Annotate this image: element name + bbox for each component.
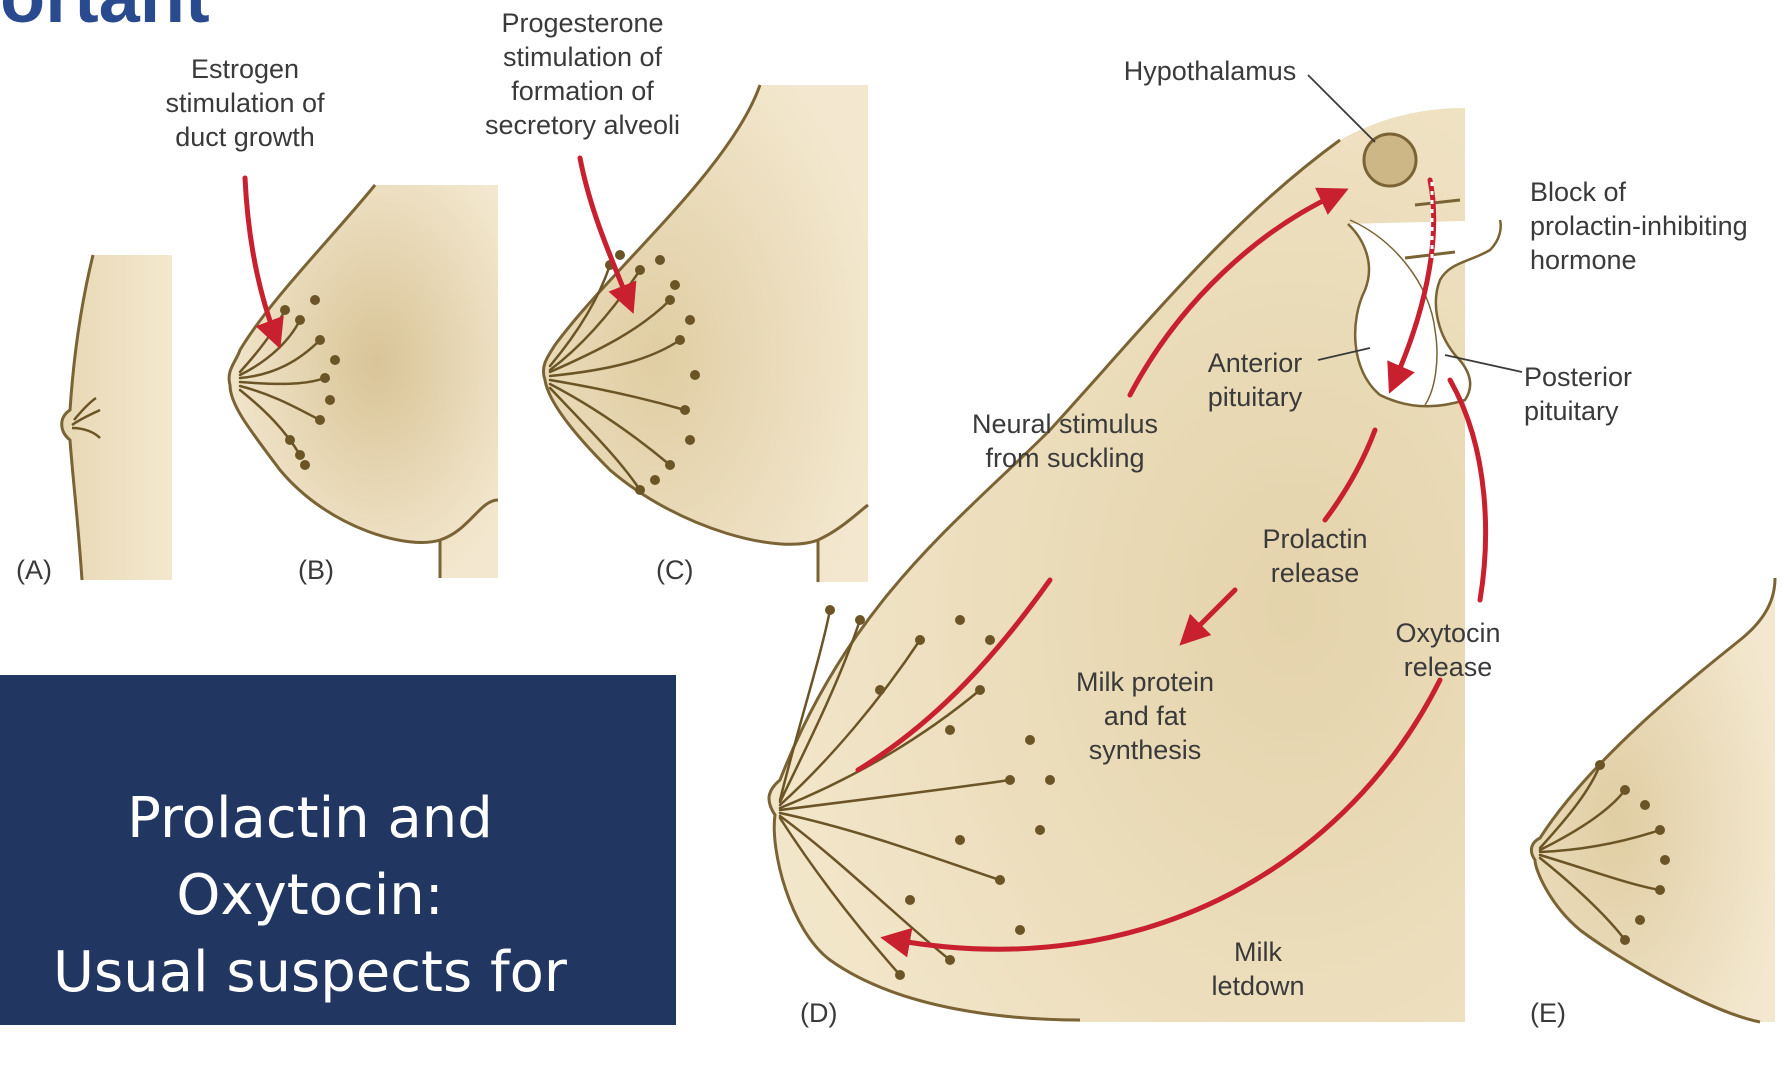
- panel-label-a: (A): [16, 555, 52, 586]
- block-label: Block of prolactin-inhibiting hormone: [1530, 175, 1780, 277]
- panel-e-figure: [1531, 578, 1775, 1022]
- milk-letdown-label: Milk letdown: [1198, 935, 1318, 1003]
- panel-label-c: (C): [656, 555, 693, 586]
- panel-label-d: (D): [800, 998, 837, 1029]
- caption-box: Prolactin and Oxytocin: Usual suspects f…: [0, 675, 676, 1025]
- panel-c-figure: [543, 85, 868, 582]
- panel-a-figure: [62, 255, 172, 580]
- caption-text: Prolactin and Oxytocin: Usual suspects f…: [0, 780, 620, 1088]
- prolactin-release-label: Prolactin release: [1245, 522, 1385, 590]
- posterior-pituitary-label: Posterior pituitary: [1524, 360, 1674, 428]
- panel-b-figure: [229, 185, 498, 578]
- oxytocin-release-label: Oxytocin release: [1378, 616, 1518, 684]
- progesterone-label: Progesterone stimulation of formation of…: [465, 6, 700, 142]
- lactation-diagram: ortant Estrogen stimulation of duct grow…: [0, 0, 1787, 1025]
- estrogen-label: Estrogen stimulation of duct growth: [145, 52, 345, 154]
- neural-stimulus-label: Neural stimulus from suckling: [955, 407, 1175, 475]
- anterior-pituitary-label: Anterior pituitary: [1190, 346, 1320, 414]
- panel-label-b: (B): [298, 555, 334, 586]
- hypothalamus-label: Hypothalamus: [1105, 54, 1315, 88]
- panel-label-e: (E): [1530, 998, 1566, 1029]
- milk-protein-label: Milk protein and fat synthesis: [1060, 665, 1230, 767]
- header-title-fragment: ortant: [0, 0, 340, 28]
